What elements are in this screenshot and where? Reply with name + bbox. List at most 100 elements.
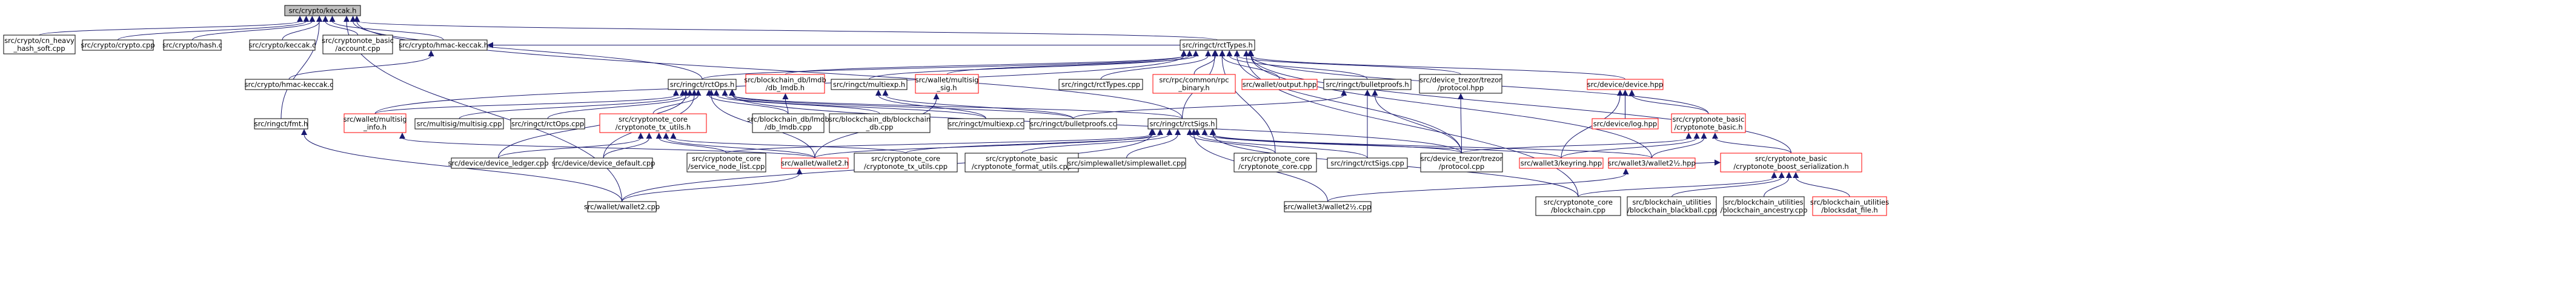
node-core-cpp[interactable]: src/cryptonote_core/cryptonote_core.cpp: [1233, 153, 1317, 173]
node-rctOps-h[interactable]: src/ringct/rctOps.h: [668, 79, 737, 90]
node-wallet2x-cpp[interactable]: src/wallet3/wallet2½.cpp: [1284, 201, 1372, 212]
node-label: src/crypto/hmac-keccak.h: [399, 41, 488, 50]
node-label: /blockchain.cpp: [1551, 206, 1605, 214]
node-multisig-sig-h[interactable]: src/wallet/multisig_sig.h: [915, 74, 979, 94]
node-keyring-hpp[interactable]: src/wallet3/keyring.hpp: [1519, 157, 1604, 169]
node-rctSigs-h[interactable]: src/ringct/rctSigs.h: [1147, 118, 1217, 130]
node-output-hpp[interactable]: src/wallet/output.hpp: [1241, 79, 1318, 90]
edge-lmdb-cpp-to-lmdb-h: [782, 93, 789, 114]
node-box: [1067, 157, 1186, 169]
edge-rctSigs-h-to-rctOps-h: [729, 90, 1183, 119]
node-tx-utils-h[interactable]: src/cryptonote_core/cryptonote_tx_utils.…: [599, 113, 707, 133]
node-tx-utils-cpp[interactable]: src/cryptonote_core/cryptonote_tx_utils.…: [854, 153, 958, 173]
node-label: src/ringct/rctOps.cpp: [511, 120, 584, 128]
node-multisig-cpp[interactable]: src/multisig/multisig.cpp: [414, 118, 504, 130]
node-label: src/multisig/multisig.cpp: [417, 120, 502, 128]
node-label: _hash_soft.cpp: [13, 44, 65, 53]
edge-boost-ser-h-to-rctTypes-h: [1248, 50, 1791, 154]
edge-tx-utils-cpp-to-tx-utils-h: [670, 133, 906, 154]
node-hash-c[interactable]: src/crypto/hash.c: [162, 39, 222, 51]
node-label: /db_lmdb.h: [766, 84, 805, 92]
node-wallet2x-hpp[interactable]: src/wallet3/wallet2½.hpp: [1608, 157, 1696, 169]
node-box: [1420, 153, 1503, 173]
edge-tx-utils-h-to-rctOps-h: [652, 90, 702, 114]
node-device-ledger-cpp[interactable]: src/device/device_ledger.cpp: [448, 157, 549, 169]
node-rctOps-cpp[interactable]: src/ringct/rctOps.cpp: [510, 118, 585, 130]
edge-device-ledger-cpp-to-tx-utils-h: [498, 133, 644, 159]
node-multiexp-h[interactable]: src/ringct/multiexp.h: [831, 79, 908, 90]
node-trezor-protocol-cpp[interactable]: src/device_trezor/trezor/protocol.cpp: [1420, 153, 1503, 173]
node-label: /account.cpp: [335, 44, 380, 53]
node-lmdb-h[interactable]: src/blockchain_db/lmdb/db_lmdb.h: [744, 74, 826, 94]
edge-blockchain-cpp-to-rctTypes-h: [1243, 50, 1579, 197]
node-box: [1608, 157, 1696, 169]
node-label: /protocol.cpp: [1439, 162, 1484, 171]
node-blackball-cpp[interactable]: src/blockchain_utilities/blockchain_blac…: [1627, 196, 1717, 216]
node-bulletproofs-cc[interactable]: src/ringct/bulletproofs.cc: [1029, 118, 1117, 130]
node-blockchain-cpp[interactable]: src/cryptonote_core/blockchain.cpp: [1535, 196, 1621, 216]
node-log-hpp[interactable]: src/device/log.hpp: [1592, 118, 1659, 130]
node-wallet2-cpp[interactable]: src/wallet/wallet2.cpp: [584, 201, 660, 212]
node-box: [745, 74, 825, 94]
node-blocksdat-h[interactable]: src/blockchain_utilities/blocksdat_file.…: [1810, 196, 1889, 216]
node-box: [915, 74, 979, 94]
node-box: [1519, 157, 1604, 169]
node-label: src/ringct/bulletproofs.h: [1326, 81, 1409, 89]
node-crypto-cpp[interactable]: src/crypto/crypto.cpp: [81, 39, 155, 51]
node-boost-ser-h[interactable]: src/cryptonote_basic/cryptonote_boost_se…: [1720, 153, 1862, 173]
edge-bulletproofs-cc-to-multiexp-h: [882, 90, 1074, 119]
node-fmt-h[interactable]: src/ringct/fmt.h: [254, 118, 308, 130]
node-rpc-binary-h[interactable]: src/rpc/common/rpc_binary.h: [1152, 74, 1236, 94]
node-wallet2-h[interactable]: src/wallet/wallet2.h: [781, 157, 849, 169]
edge-wallet2-cpp-to-wallet2-h: [622, 168, 803, 202]
node-multisig-info-h[interactable]: src/wallet/multisig_info.h: [344, 113, 407, 133]
node-box: [1323, 79, 1412, 90]
node-label: /cryptonote_tx_utils.cpp: [864, 162, 948, 171]
node-box: [344, 113, 407, 133]
node-format-utils-cpp[interactable]: src/cryptonote_basic/cryptonote_format_u…: [964, 153, 1079, 173]
edge-wallet2x-hpp-to-basic-h: [1651, 133, 1707, 159]
node-label: _binary.h: [1178, 84, 1209, 92]
node-hmac-h[interactable]: src/crypto/hmac-keccak.h: [399, 39, 488, 51]
node-device-hpp[interactable]: src/device/device.hpp: [1587, 79, 1664, 90]
edge-keyring-hpp-to-device-hpp: [1561, 90, 1624, 159]
node-box: [1812, 196, 1887, 216]
node-box: [399, 39, 488, 51]
node-basic-h[interactable]: src/cryptonote_basic/cryptonote_basic.h: [1671, 113, 1746, 133]
node-hmac-c[interactable]: src/crypto/hmac-keccak.c: [245, 79, 334, 90]
edge-device-default-cpp-to-tx-utils-h: [603, 133, 652, 159]
edge-trezor-protocol-cpp-to-basic-h: [1461, 133, 1692, 154]
node-device-default-cpp[interactable]: src/device/device_default.cpp: [552, 157, 656, 169]
node-simplewallet-cpp[interactable]: src/simplewallet/simplewallet.cpp: [1067, 157, 1186, 169]
node-bulletproofs-h[interactable]: src/ringct/bulletproofs.h: [1323, 79, 1412, 90]
node-ancestry-cpp[interactable]: src/blockchain_utilities/blockchain_ance…: [1721, 196, 1808, 216]
edge-lmdb-cpp-to-rctOps-h: [706, 90, 789, 114]
file-nodes: src/crypto/keccak.h src/crypto/cn_heavy_h…: [3, 5, 1889, 216]
node-rctTypes-h[interactable]: src/ringct/rctTypes.h: [1180, 39, 1255, 51]
edge-output-hpp-to-rctTypes-h: [1219, 50, 1280, 80]
node-cn-heavy[interactable]: src/crypto/cn_heavy_hash_soft.cpp: [3, 35, 76, 54]
node-multiexp-cc[interactable]: src/ringct/multiexp.cc: [948, 118, 1024, 130]
edge-blockchain-cpp-to-boost-ser-h: [1578, 172, 1778, 197]
node-box: [254, 118, 308, 130]
node-lmdb-cpp[interactable]: src/blockchain_db/lmdb/db_lmdb.cpp: [747, 113, 829, 133]
node-rctSigs-cpp[interactable]: src/ringct/rctSigs.cpp: [1327, 157, 1408, 169]
node-trezor-protocol-hpp[interactable]: src/device_trezor/trezor/protocol.hpp: [1419, 74, 1502, 94]
node-keccak-c[interactable]: src/crypto/keccak.c: [249, 39, 316, 51]
edge-keyring-hpp-to-basic-h: [1561, 133, 1700, 159]
node-label: src/ringct/rctTypes.cpp: [1061, 81, 1140, 89]
edge-rctTypes-cpp-to-rctTypes-h: [1100, 50, 1212, 80]
edge-cn-heavy-to-keccak-h: [39, 16, 304, 36]
node-label: src/cryptonote_core: [1241, 154, 1310, 163]
node-keccak-h[interactable]: src/crypto/keccak.h: [284, 5, 361, 16]
edge-rpc-binary-h-to-rctTypes-h: [1193, 50, 1219, 75]
node-account-cpp[interactable]: src/cryptonote_basic/account.cpp: [322, 35, 394, 54]
node-label: src/wallet/multisig: [344, 115, 407, 123]
node-rctTypes-cpp[interactable]: src/ringct/rctTypes.cpp: [1058, 79, 1143, 90]
node-blockchain-db-cpp[interactable]: src/blockchain_db/blockchain_db.cpp: [829, 113, 931, 133]
node-box: [82, 39, 154, 51]
node-label: src/wallet/output.hpp: [1243, 81, 1316, 89]
node-service-node-list-cpp[interactable]: src/cryptonote_core/service_node_list.cp…: [686, 153, 766, 173]
node-box: [554, 157, 653, 169]
node-label: /blockchain_blackball.cpp: [1627, 206, 1716, 214]
